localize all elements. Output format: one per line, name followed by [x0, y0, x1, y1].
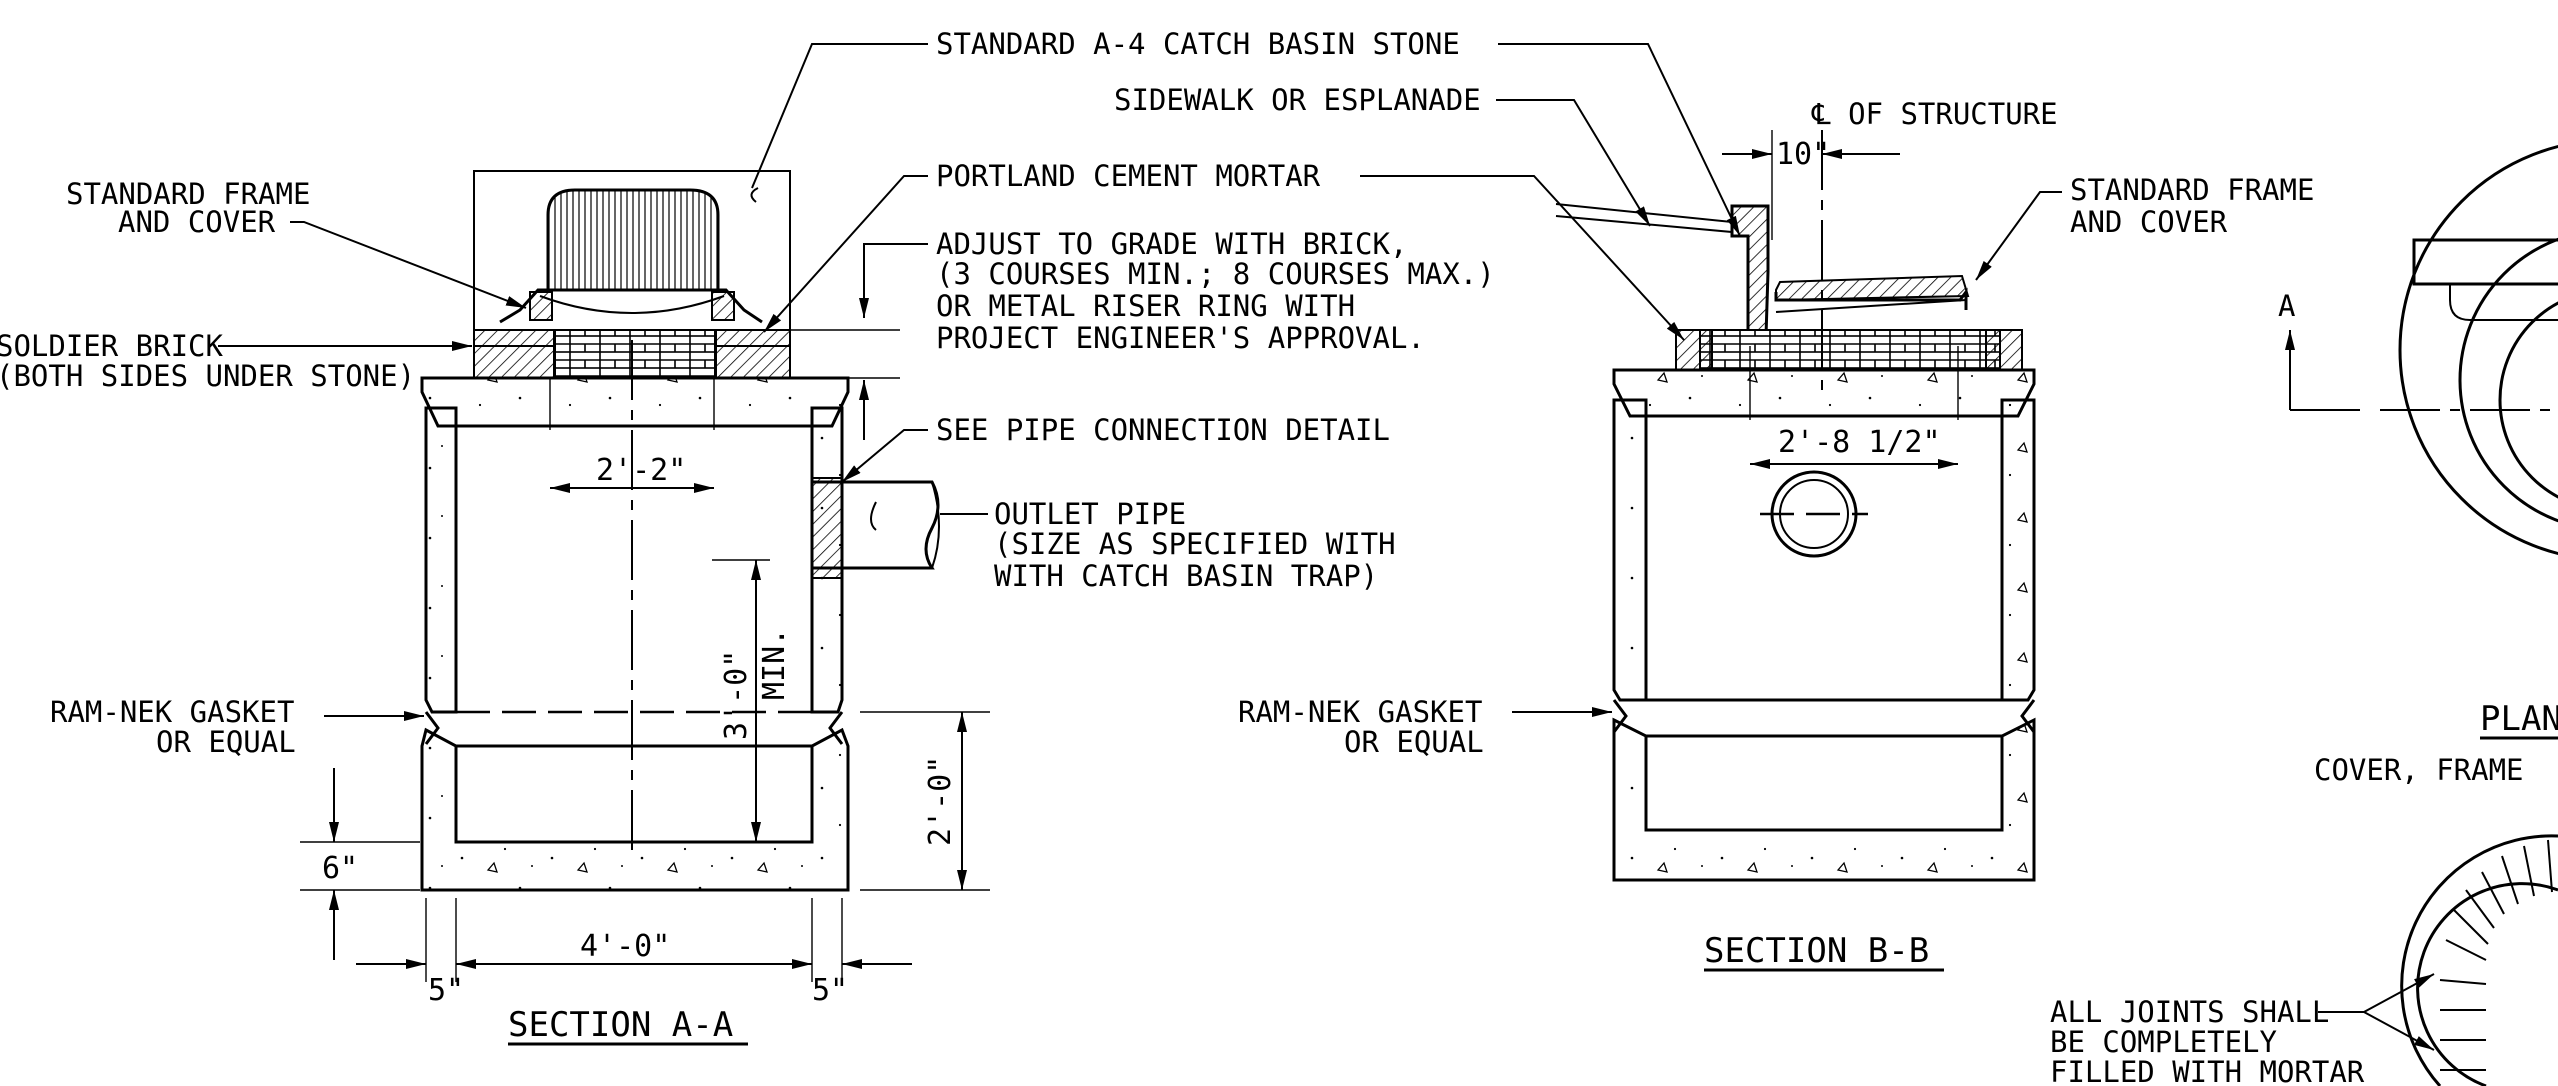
label-gasket-left: RAM-NEK GASKET OR EQUAL	[50, 695, 424, 759]
top-slab-b	[1612, 368, 2036, 418]
svg-text:(3 COURSES MIN.; 8 COURSES MAX: (3 COURSES MIN.; 8 COURSES MAX.)	[936, 257, 1495, 291]
svg-text:BE COMPLETELY: BE COMPLETELY	[2050, 1025, 2277, 1059]
svg-text:OR EQUAL: OR EQUAL	[1344, 725, 1484, 759]
svg-text:5": 5"	[428, 973, 464, 1008]
label-adjust-to-grade: ADJUST TO GRADE WITH BRICK, (3 COURSES M…	[790, 227, 1495, 440]
svg-text:(SIZE AS SPECIFIED WITH: (SIZE AS SPECIFIED WITH	[994, 527, 1396, 561]
dimension-3-0-min: 3'-0" MIN.	[712, 559, 792, 842]
dimension-2-0: 2'-0"	[860, 711, 990, 891]
label-frame-cover-right: STANDARD FRAME AND COVER	[1975, 173, 2314, 281]
plan-view: A PLAN COVER, FRAME	[2278, 145, 2558, 787]
svg-text:5": 5"	[812, 973, 848, 1008]
svg-text:SIDEWALK OR ESPLANADE: SIDEWALK OR ESPLANADE	[1114, 83, 1481, 117]
label-gasket-right: RAM-NEK GASKET OR EQUAL	[1238, 695, 1612, 759]
top-slab	[420, 376, 850, 428]
brick-courses-b	[1699, 329, 2001, 371]
svg-text:WITH CATCH BASIN TRAP): WITH CATCH BASIN TRAP)	[994, 559, 1378, 593]
svg-text:OUTLET PIPE: OUTLET PIPE	[994, 497, 1186, 531]
section-a-a	[420, 170, 940, 892]
section-a-a-title: SECTION A-A	[508, 1005, 748, 1046]
svg-text:PLAN: PLAN	[2480, 699, 2558, 739]
svg-text:2'-0": 2'-0"	[923, 756, 958, 846]
svg-text:OR EQUAL: OR EQUAL	[156, 725, 296, 759]
svg-text:6": 6"	[322, 851, 358, 886]
svg-text:AND COVER: AND COVER	[118, 205, 276, 239]
svg-text:OR METAL RISER RING WITH: OR METAL RISER RING WITH	[936, 289, 1355, 323]
dimension-4-0: 4'-0" 5" 5"	[356, 898, 912, 1008]
label-portland-cement: PORTLAND CEMENT MORTAR	[763, 159, 1685, 341]
label-outlet-pipe: OUTLET PIPE (SIZE AS SPECIFIED WITH WITH…	[940, 497, 1396, 593]
svg-text:COVER, FRAME: COVER, FRAME	[2314, 753, 2524, 787]
svg-text:AND COVER: AND COVER	[2070, 205, 2228, 239]
label-catch-basin-stone: STANDARD A-4 CATCH BASIN STONE	[751, 27, 1741, 237]
svg-text:PROJECT ENGINEER'S APPROVAL.: PROJECT ENGINEER'S APPROVAL.	[936, 321, 1425, 355]
svg-text:3'-0": 3'-0"	[719, 650, 754, 740]
svg-text:A: A	[2278, 289, 2295, 323]
svg-text:ADJUST TO GRADE WITH BRICK,: ADJUST TO GRADE WITH BRICK,	[936, 227, 1407, 261]
brick-courses	[554, 329, 716, 379]
dimension-2-2: 2'-2"	[550, 453, 714, 493]
dimension-10: 10"	[1722, 137, 1900, 172]
svg-text:ALL JOINTS SHALL: ALL JOINTS SHALL	[2050, 995, 2329, 1029]
svg-text:SOLDIER BRICK: SOLDIER BRICK	[0, 329, 224, 363]
label-soldier-brick: SOLDIER BRICK (BOTH SIDES UNDER STONE)	[0, 329, 472, 393]
section-b-b	[1555, 130, 2036, 882]
dimension-2-8-1-2: 2'-8 1/2"	[1750, 425, 1958, 469]
wall-left	[424, 406, 458, 714]
brick-ring-detail	[2400, 834, 2558, 1086]
svg-text:℄ OF STRUCTURE: ℄ OF STRUCTURE	[1811, 97, 2058, 131]
svg-text:2'-8 1/2": 2'-8 1/2"	[1778, 425, 1941, 460]
dimension-6: 6"	[300, 768, 420, 960]
frame-cover-dome	[546, 188, 720, 292]
svg-text:(BOTH SIDES UNDER STONE): (BOTH SIDES UNDER STONE)	[0, 359, 415, 393]
frame-cover-b	[1775, 274, 1970, 302]
svg-text:RAM-NEK GASKET: RAM-NEK GASKET	[50, 695, 294, 729]
label-pipe-connection: SEE PIPE CONNECTION DETAIL	[841, 413, 1390, 483]
svg-text:PORTLAND CEMENT MORTAR: PORTLAND CEMENT MORTAR	[936, 159, 1321, 193]
section-b-b-title: SECTION B-B	[1704, 931, 1944, 972]
svg-text:MIN.: MIN.	[757, 628, 792, 700]
svg-text:FILLED WITH MORTAR: FILLED WITH MORTAR	[2050, 1055, 2365, 1086]
outlet-pipe	[810, 460, 940, 579]
curb-stone	[1730, 204, 1770, 338]
svg-text:2'-2": 2'-2"	[596, 453, 686, 488]
svg-text:RAM-NEK GASKET: RAM-NEK GASKET	[1238, 695, 1482, 729]
soldier-brick-left	[473, 329, 555, 379]
svg-text:SECTION B-B: SECTION B-B	[1704, 931, 1929, 971]
label-all-joints: ALL JOINTS SHALL BE COMPLETELY FILLED WI…	[2050, 973, 2435, 1086]
svg-text:STANDARD FRAME: STANDARD FRAME	[2070, 173, 2314, 207]
label-sidewalk: SIDEWALK OR ESPLANADE	[1114, 83, 1651, 227]
label-frame-cover-left: STANDARD FRAME AND COVER	[66, 177, 527, 309]
svg-text:10": 10"	[1776, 137, 1830, 172]
soldier-brick-right	[715, 329, 791, 379]
svg-text:STANDARD A-4 CATCH BASIN STONE: STANDARD A-4 CATCH BASIN STONE	[936, 27, 1460, 61]
svg-text:SEE PIPE CONNECTION DETAIL: SEE PIPE CONNECTION DETAIL	[936, 413, 1390, 447]
svg-text:STANDARD FRAME: STANDARD FRAME	[66, 177, 310, 211]
label-centerline: ℄ OF STRUCTURE	[1811, 97, 2058, 131]
svg-text:SECTION A-A: SECTION A-A	[508, 1005, 733, 1045]
svg-text:4'-0": 4'-0"	[580, 929, 670, 964]
